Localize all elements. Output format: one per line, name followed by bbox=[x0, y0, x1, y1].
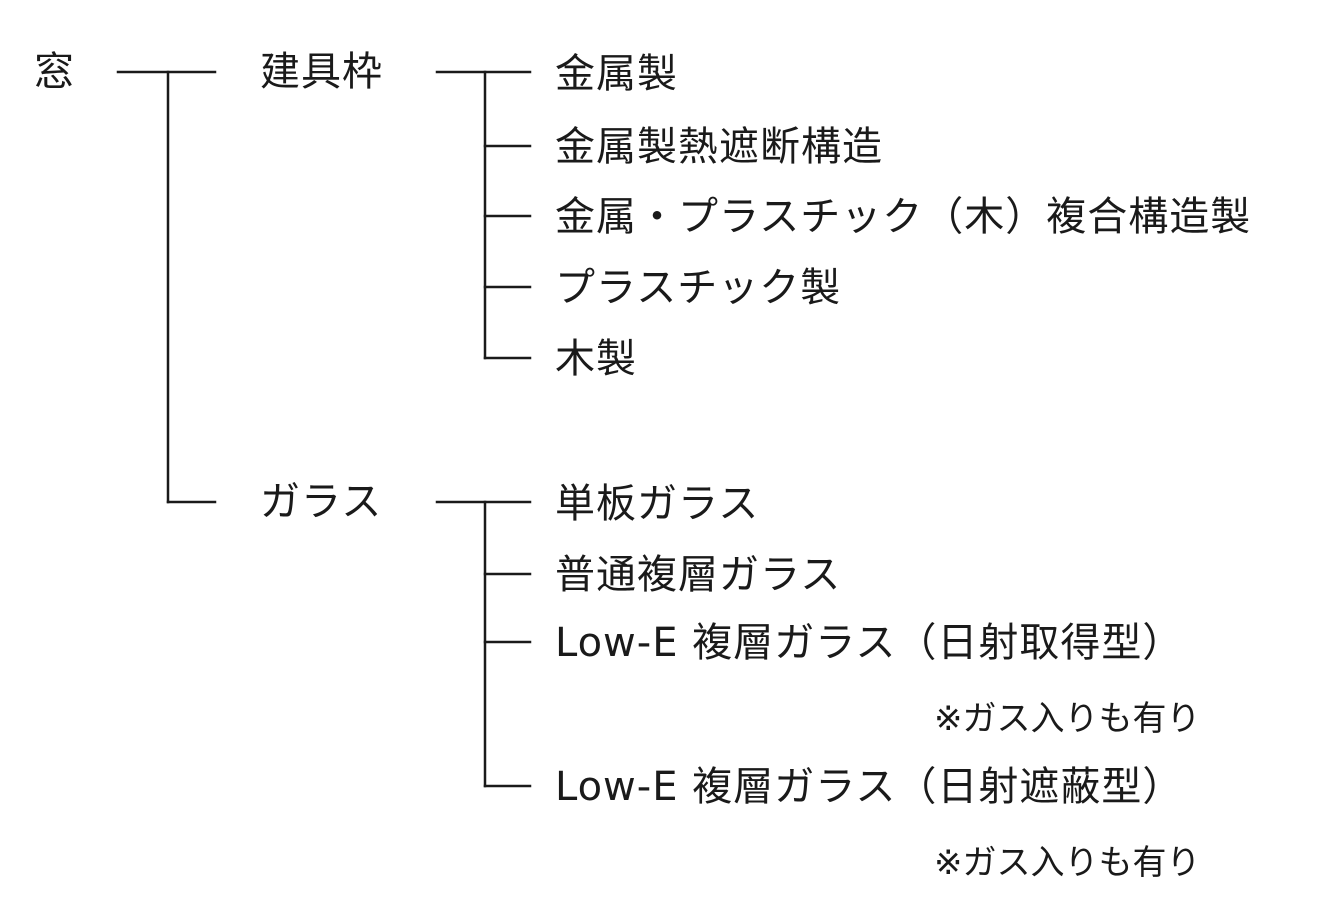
glass-label: ガラス bbox=[260, 479, 383, 525]
glass-item: 単板ガラス bbox=[555, 481, 760, 527]
frame-item: 木製 bbox=[555, 336, 637, 382]
glass-item-note: ※ガス入りも有り bbox=[934, 843, 1201, 883]
frame-item: 金属製 bbox=[555, 51, 678, 97]
frame-item: 金属・プラスチック（木）複合構造製 bbox=[555, 194, 1252, 240]
glass-item: 普通複層ガラス bbox=[555, 552, 842, 598]
glass-item: Low-E 複層ガラス（日射取得型） bbox=[555, 620, 1184, 666]
frame-item: プラスチック製 bbox=[555, 265, 842, 311]
root-label: 窓 bbox=[34, 49, 75, 95]
frame-item: 金属製熱遮断構造 bbox=[555, 124, 883, 170]
glass-item-note: ※ガス入りも有り bbox=[934, 699, 1201, 739]
frame-label: 建具枠 bbox=[260, 49, 383, 95]
glass-item: Low-E 複層ガラス（日射遮蔽型） bbox=[555, 764, 1184, 810]
